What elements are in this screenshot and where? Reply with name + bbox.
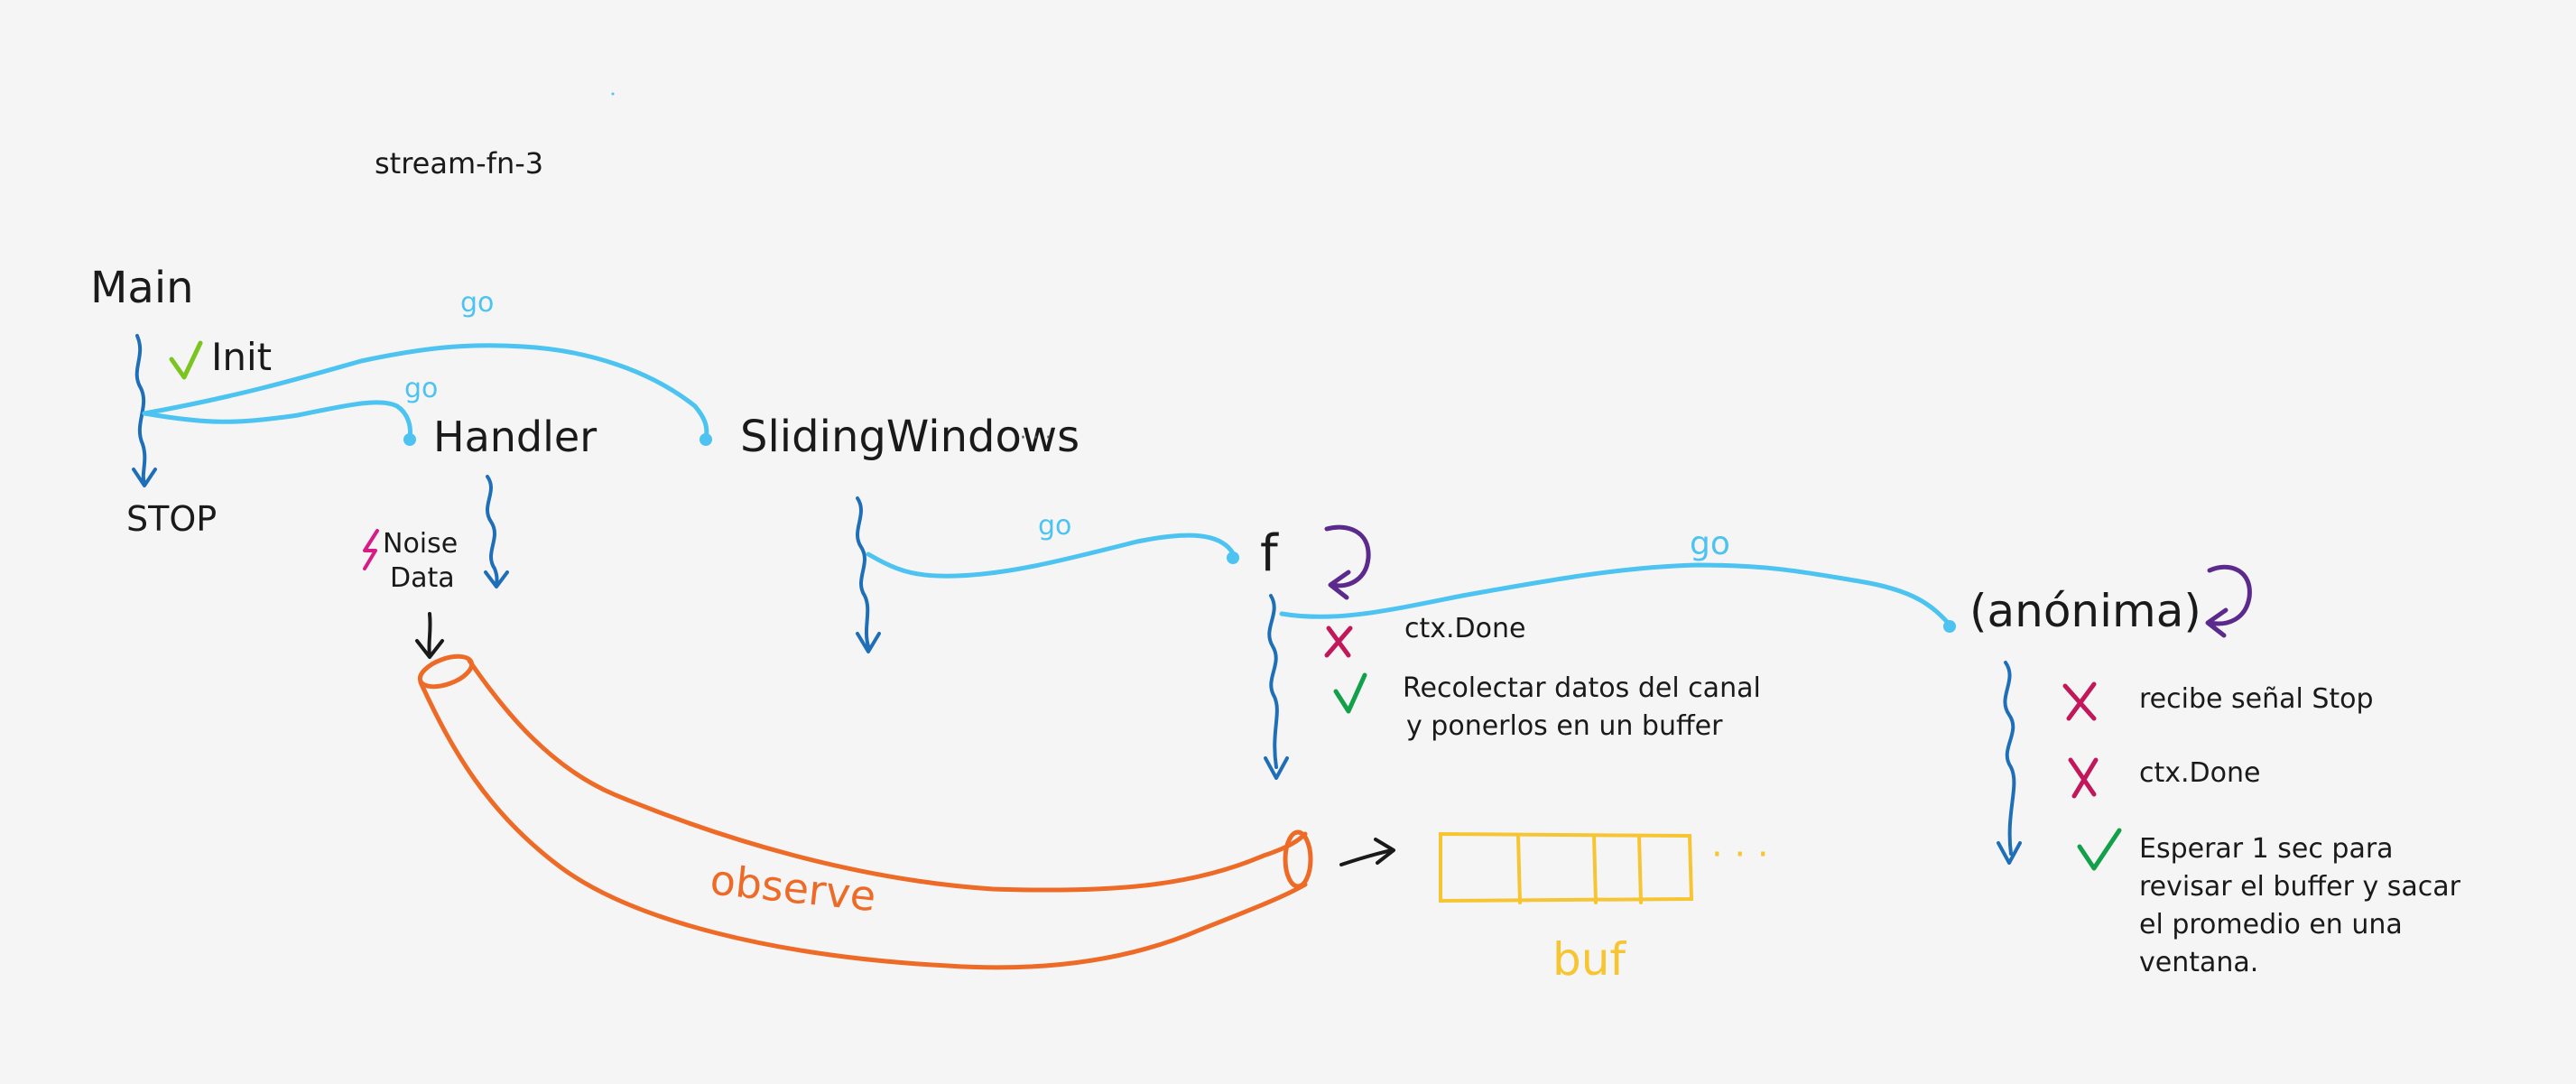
init-label: Init xyxy=(211,335,272,379)
sliding-windows-label: SlidingWindows xyxy=(740,412,1080,462)
main-label: Main xyxy=(90,263,194,313)
noise-arrow xyxy=(427,612,432,657)
stray-dot xyxy=(611,92,615,96)
noise-label: Noise xyxy=(383,528,458,560)
anon-note2-text: ctx.Done xyxy=(2139,757,2260,789)
pipe-to-buffer-arrowhead xyxy=(1374,838,1395,865)
buffer-label: buf xyxy=(1552,933,1626,986)
go-label-2: go xyxy=(404,373,438,404)
go-label-1: go xyxy=(460,287,494,319)
sliding-windows-dots: · · · xyxy=(1020,427,1052,449)
init-check-icon xyxy=(169,340,203,380)
anonima-label: (anónima) xyxy=(1969,585,2201,637)
anon-note3-text-line2: revisar el buffer y sacar xyxy=(2139,871,2461,903)
anon-note3-text-line3: el promedio en una xyxy=(2139,909,2403,940)
main-flow-arrowhead xyxy=(132,468,157,487)
pipe-left-opening xyxy=(417,653,475,690)
pipe-top-edge xyxy=(467,658,1308,893)
pipe-label: observe xyxy=(708,855,878,921)
go-arrow-f-to-anonima xyxy=(1279,562,1952,627)
go-arrow-main-to-handler xyxy=(142,400,412,441)
f-label: f xyxy=(1260,524,1279,583)
f-loop-arrowhead xyxy=(1328,570,1351,600)
anon-note3-text-line4: ventana. xyxy=(2139,947,2258,978)
buffer-outline xyxy=(1439,831,1694,903)
stop-label: STOP xyxy=(126,499,217,539)
handler-flow-arrowhead xyxy=(484,570,509,588)
anon-note1-cross-icon xyxy=(2062,681,2097,721)
f-flow-arrowhead xyxy=(1264,756,1289,780)
f-note1-text: ctx.Done xyxy=(1404,613,1525,644)
f-flow-arrow xyxy=(1267,594,1279,769)
buffer xyxy=(1439,831,1694,904)
f-note2-check-icon xyxy=(1333,672,1367,714)
handler-label: Handler xyxy=(433,412,597,461)
anon-note1-text: recibe señal Stop xyxy=(2139,683,2374,715)
go-label-3: go xyxy=(1038,510,1071,542)
go-label-4: go xyxy=(1690,525,1730,562)
main-flow-arrow xyxy=(134,334,147,485)
pipe-bottom-edge xyxy=(418,680,1308,970)
f-note1-cross-icon xyxy=(1324,625,1353,658)
anon-note2-cross-icon xyxy=(2068,757,2099,799)
go-arrow-main-to-handler-end xyxy=(403,433,416,446)
anonima-loop-icon xyxy=(2207,564,2252,626)
f-loop-icon xyxy=(1324,524,1371,588)
sliding-flow-arrow xyxy=(856,496,870,648)
f-note2-text-line1: Recolectar datos del canal xyxy=(1403,672,1761,704)
pipe-to-buffer-arrow xyxy=(1339,848,1394,866)
go-arrow-sliding-to-f xyxy=(866,533,1237,579)
sliding-flow-arrowhead xyxy=(856,632,881,653)
handler-flow-arrow xyxy=(486,475,499,587)
go-arrow-main-to-sliding-end xyxy=(700,433,712,446)
anonima-loop-arrowhead xyxy=(2205,607,2229,638)
anon-note3-check-icon xyxy=(2077,828,2122,871)
f-note2-text-line2: y ponerlos en un buffer xyxy=(1406,710,1723,742)
noise-lightning-icon xyxy=(363,529,379,570)
noise-arrowhead xyxy=(415,639,444,659)
go-arrow-f-to-anonima-end xyxy=(1943,620,1956,633)
buffer-divider-1 xyxy=(1516,834,1522,904)
diagram-title: stream-fn-3 xyxy=(375,146,543,181)
buffer-divider-3 xyxy=(1637,834,1643,904)
data-label: Data xyxy=(390,562,455,594)
pipe-right-opening xyxy=(1283,829,1313,889)
anonima-flow-arrowhead xyxy=(1997,841,2022,865)
buffer-divider-2 xyxy=(1592,834,1598,904)
go-arrow-main-to-sliding xyxy=(142,343,709,441)
anon-note3-text-line1: Esperar 1 sec para xyxy=(2139,833,2394,865)
buffer-dots: · · · xyxy=(1711,834,1769,876)
anonima-flow-arrow xyxy=(2003,661,2016,856)
go-arrow-sliding-to-f-end xyxy=(1227,551,1239,564)
